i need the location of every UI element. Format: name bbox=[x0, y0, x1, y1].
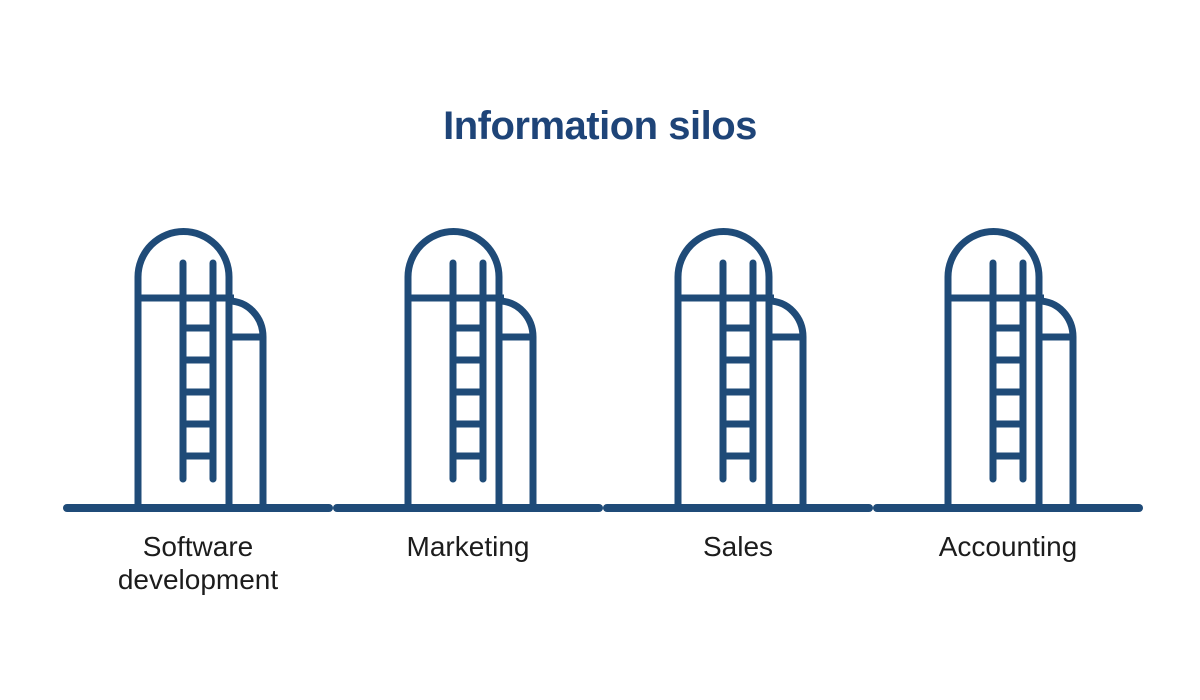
side-bin bbox=[228, 297, 267, 508]
silo-icon bbox=[333, 228, 603, 512]
ladder-icon bbox=[989, 259, 1027, 483]
ladder-icon bbox=[719, 259, 757, 483]
silo-body bbox=[944, 228, 1043, 508]
silo-body bbox=[134, 228, 233, 508]
silo-label: Software development bbox=[117, 531, 279, 595]
side-bin bbox=[768, 297, 807, 508]
silo-column: Sales bbox=[603, 225, 873, 596]
silo-icon bbox=[873, 228, 1143, 512]
ladder-icon bbox=[179, 259, 217, 483]
page-title: Information silos bbox=[443, 104, 757, 148]
silo-label: Accounting bbox=[938, 531, 1078, 562]
ladder-icon bbox=[449, 259, 487, 483]
side-bin bbox=[498, 297, 537, 508]
silo-body bbox=[674, 228, 773, 508]
silo-label: Marketing bbox=[406, 531, 530, 562]
silo-icon bbox=[603, 228, 873, 512]
silo-label: Sales bbox=[702, 531, 774, 562]
silos-row: Software development Marketin bbox=[63, 225, 1143, 596]
silo-column: Accounting bbox=[873, 225, 1143, 596]
silo-column: Software development bbox=[63, 225, 333, 596]
silo-body bbox=[404, 228, 503, 508]
silo-column: Marketing bbox=[333, 225, 603, 596]
side-bin bbox=[1038, 297, 1077, 508]
silo-icon bbox=[63, 228, 333, 512]
